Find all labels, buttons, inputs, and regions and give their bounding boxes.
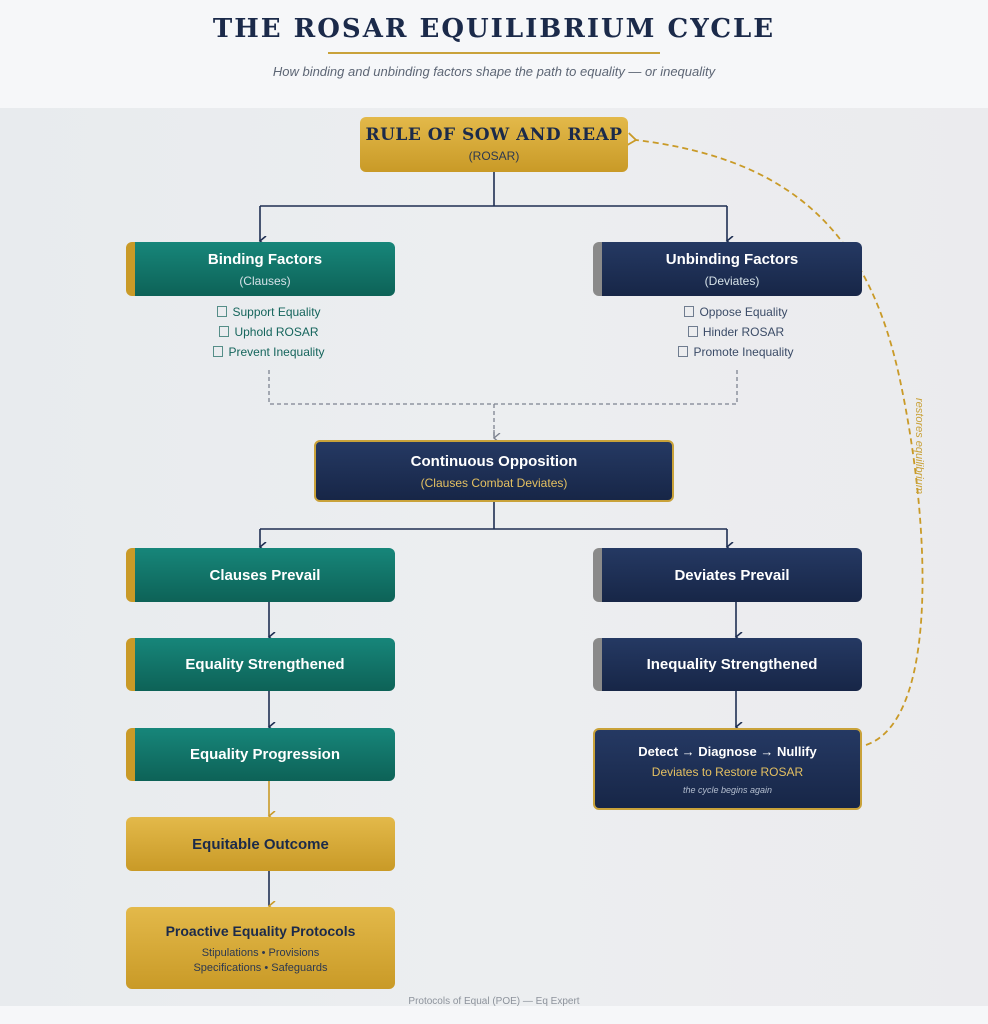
cycle-note: the cycle begins again bbox=[682, 784, 773, 795]
protocols-title: Proactive Equality Protocols bbox=[165, 922, 356, 939]
binding-item: Support Equality bbox=[126, 302, 412, 322]
equality-strengthened-node: Equality Strengthened bbox=[126, 638, 395, 691]
header: THE ROSAR EQUILIBRIUM CYCLE How binding … bbox=[0, 0, 988, 108]
equality-strengthened-label: Equality Strengthened bbox=[185, 656, 345, 673]
unbinding-factors-node: Unbinding Factors (Deviates) bbox=[593, 242, 862, 296]
proactive-protocols-node: Proactive Equality Protocols Stipulation… bbox=[126, 907, 395, 989]
deviates-prevail-label: Deviates Prevail bbox=[674, 566, 790, 584]
equitable-outcome-node: Equitable Outcome bbox=[126, 817, 395, 871]
checkbox-icon bbox=[687, 326, 698, 337]
diagram-title: THE ROSAR EQUILIBRIUM CYCLE bbox=[212, 14, 776, 44]
feedback-loop-label: restores equilibrium bbox=[913, 398, 925, 494]
unbinding-factors-title: Unbinding Factors bbox=[665, 250, 799, 268]
checkbox-icon bbox=[684, 306, 695, 317]
checkbox-icon bbox=[219, 326, 230, 337]
footer-credit: Protocols of Equal (POE) — Eq Expert bbox=[408, 996, 580, 1007]
protocols-line-1: Stipulations • Provisions bbox=[201, 946, 320, 959]
binding-factors-title: Binding Factors bbox=[207, 250, 323, 268]
inequality-strengthened-label: Inequality Strengthened bbox=[646, 656, 818, 673]
footer-strip bbox=[0, 1006, 988, 1024]
detect-title: Detect → Diagnose → Nullify bbox=[638, 743, 817, 759]
binding-item: Prevent Inequality bbox=[126, 342, 412, 362]
unbinding-item: Hinder ROSAR bbox=[593, 322, 879, 342]
binding-factors-node: Binding Factors (Clauses) bbox=[126, 242, 395, 296]
detect-subtitle: Deviates to Restore ROSAR bbox=[651, 764, 804, 779]
diagram-subtitle: How binding and unbinding factors shape … bbox=[272, 64, 716, 79]
binding-factors-list: Support Equality Uphold ROSAR Prevent In… bbox=[126, 302, 412, 362]
equality-progression-label: Equality Progression bbox=[189, 746, 341, 763]
unbinding-item: Oppose Equality bbox=[593, 302, 879, 322]
unbinding-factors-subtitle: (Deviates) bbox=[704, 273, 760, 288]
opposition-title: Continuous Opposition bbox=[410, 452, 578, 470]
binding-item: Uphold ROSAR bbox=[126, 322, 412, 342]
checkbox-icon bbox=[678, 346, 689, 357]
continuous-opposition-node: Continuous Opposition (Clauses Combat De… bbox=[314, 440, 674, 502]
detect-diagnose-nullify-node: Detect → Diagnose → Nullify Deviates to … bbox=[593, 728, 862, 810]
deviates-prevail-node: Deviates Prevail bbox=[593, 548, 862, 602]
equality-progression-node: Equality Progression bbox=[126, 728, 395, 781]
opposition-subtitle: (Clauses Combat Deviates) bbox=[420, 475, 568, 490]
binding-factors-subtitle: (Clauses) bbox=[239, 273, 291, 288]
checkbox-icon bbox=[213, 346, 224, 357]
rosar-root-node: RULE OF SOW AND REAP (ROSAR) bbox=[360, 117, 628, 172]
protocols-line-2: Specifications • Safeguards bbox=[193, 961, 328, 974]
clauses-prevail-node: Clauses Prevail bbox=[126, 548, 395, 602]
inequality-strengthened-node: Inequality Strengthened bbox=[593, 638, 862, 691]
unbinding-item: Promote Inequality bbox=[593, 342, 879, 362]
unbinding-factors-list: Oppose Equality Hinder ROSAR Promote Ine… bbox=[593, 302, 879, 362]
checkbox-icon bbox=[217, 306, 228, 317]
root-subtitle: (ROSAR) bbox=[468, 149, 520, 163]
clauses-prevail-label: Clauses Prevail bbox=[209, 566, 321, 584]
title-underline bbox=[328, 52, 660, 54]
equitable-outcome-label: Equitable Outcome bbox=[192, 835, 329, 853]
root-title: RULE OF SOW AND REAP bbox=[365, 125, 623, 145]
